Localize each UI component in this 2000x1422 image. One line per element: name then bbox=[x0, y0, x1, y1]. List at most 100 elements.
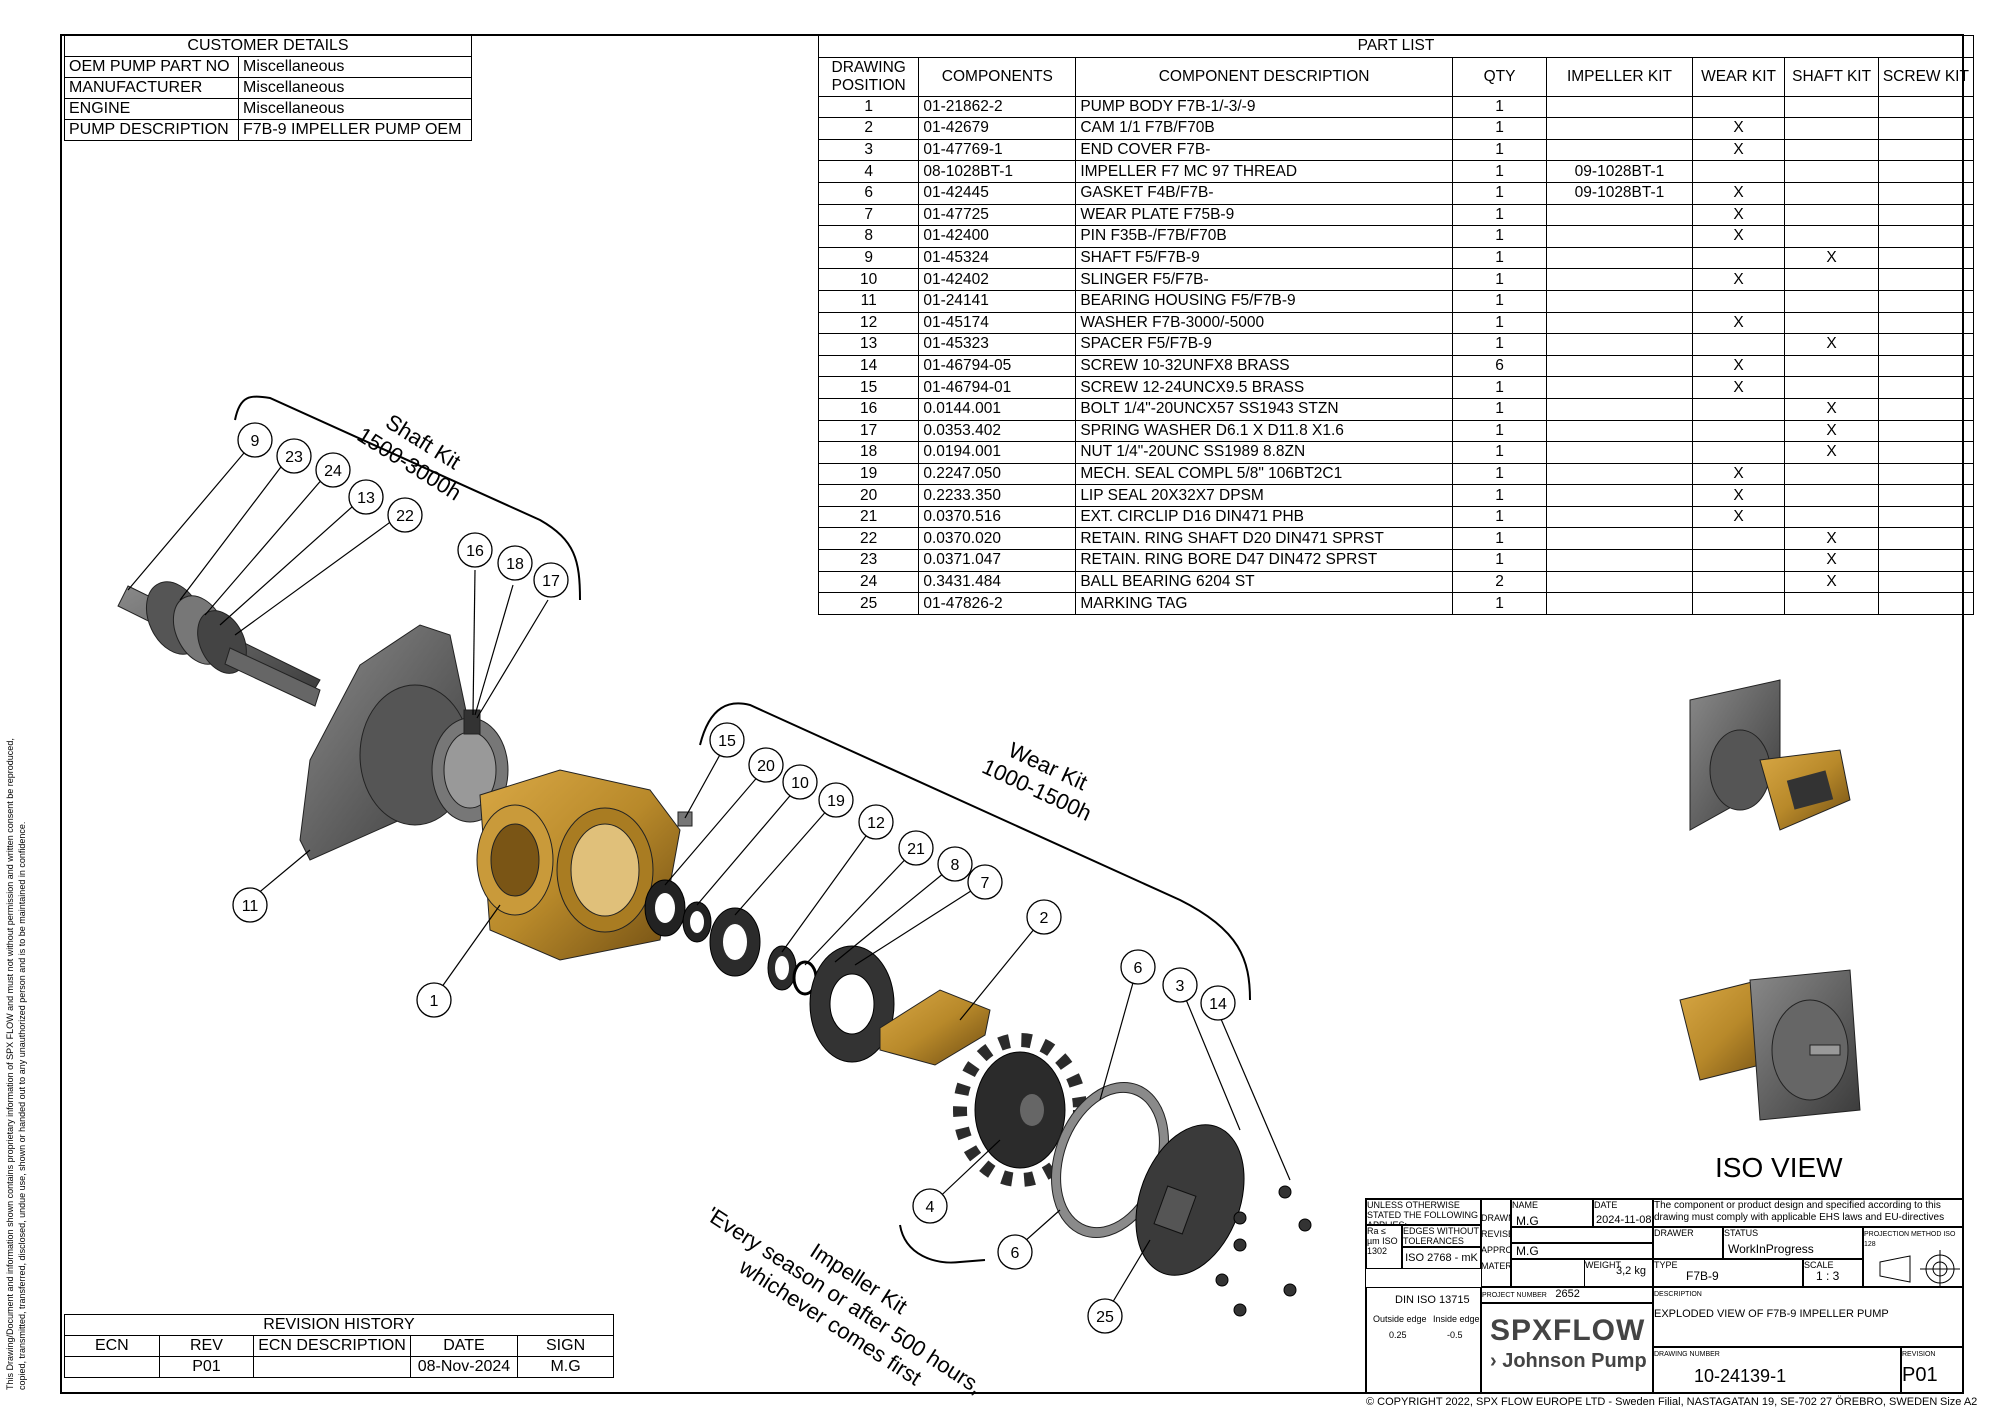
balloon: 11 bbox=[232, 887, 268, 923]
bearing-housing bbox=[299, 624, 509, 861]
part-cell: 08-1028BT-1 bbox=[918, 160, 1077, 183]
part-cell bbox=[1784, 181, 1879, 205]
weight-cell: WEIGHT bbox=[1584, 1259, 1653, 1287]
outside-edge-value: 0.25 bbox=[1389, 1330, 1407, 1340]
project-number: 2652 bbox=[1555, 1288, 1580, 1300]
part-cell: 01-47725 bbox=[918, 203, 1077, 227]
revision-label: REVISION bbox=[1902, 1351, 1936, 1358]
name-label: NAME bbox=[1512, 1200, 1539, 1210]
part-cell bbox=[1877, 592, 1975, 615]
part-cell: 1 bbox=[1451, 138, 1548, 162]
drawing-frame bbox=[60, 34, 1964, 1394]
part-cell: 1 bbox=[1451, 117, 1548, 140]
part-cell: 6 bbox=[817, 181, 920, 205]
part-list-title: PART LIST bbox=[818, 35, 1974, 58]
projection-label: PROJECTION METHOD ISO 128 bbox=[1864, 1231, 1956, 1248]
part-cell: X bbox=[1784, 441, 1879, 464]
balloon: 3 bbox=[1162, 967, 1198, 1003]
header-line: DRAWING bbox=[831, 58, 906, 76]
part-cell bbox=[1546, 592, 1693, 615]
type-cell: TYPE bbox=[1653, 1259, 1803, 1287]
balloon-number: 11 bbox=[242, 898, 259, 915]
type-label: TYPE bbox=[1654, 1260, 1678, 1270]
part-cell: MARKING TAG bbox=[1075, 592, 1453, 615]
part-cell bbox=[1546, 138, 1693, 162]
balloon: 25 bbox=[1087, 1298, 1123, 1334]
date-label: DATE bbox=[1594, 1200, 1618, 1210]
shaft-assembly bbox=[117, 581, 321, 707]
part-cell: 0.2233.350 bbox=[918, 484, 1077, 507]
balloon-number: 22 bbox=[396, 508, 414, 525]
balloon: 15 bbox=[709, 722, 745, 758]
balloon: 6 bbox=[997, 1234, 1033, 1270]
leader-lines bbox=[127, 439, 1291, 1316]
iso-2768: ISO 2768 - mK bbox=[1402, 1247, 1481, 1269]
part-cell: 19 bbox=[817, 462, 920, 486]
part-cell: RETAIN. RING BORE D47 DIN472 SPRST bbox=[1075, 549, 1453, 572]
part-cell bbox=[1877, 117, 1975, 140]
part-cell bbox=[1877, 138, 1975, 162]
balloon-number: 21 bbox=[907, 841, 925, 858]
scale-value: 1 : 3 bbox=[1816, 1269, 1840, 1283]
balloon-number: 1 bbox=[430, 993, 439, 1010]
part-cell bbox=[1784, 117, 1879, 140]
part-cell: X bbox=[1691, 138, 1786, 162]
part-cell: 01-42679 bbox=[918, 117, 1077, 140]
customer-field-label: ENGINE bbox=[64, 98, 239, 120]
balloon-number: 20 bbox=[757, 758, 775, 775]
revision-col-header: ECN DESCRIPTION bbox=[253, 1335, 411, 1357]
revision-col-header: SIGN bbox=[517, 1335, 614, 1357]
part-cell bbox=[1877, 225, 1975, 248]
tolerance-note: EDGES WITHOUT TOLERANCES ACC. TO bbox=[1402, 1225, 1481, 1247]
part-list-col-header: SHAFT KIT bbox=[1784, 56, 1879, 97]
confidentiality-line-2: copied, transmitted, transferred, disclo… bbox=[17, 821, 27, 1390]
seal-rings bbox=[644, 879, 818, 996]
project-number-cell: PROJECT NUMBER 2652 bbox=[1481, 1287, 1653, 1303]
part-cell: 1 bbox=[1451, 592, 1548, 615]
description-cell: DESCRIPTION EXPLODED VIEW OF F7B-9 IMPEL… bbox=[1653, 1287, 1963, 1347]
revision-cell bbox=[253, 1356, 411, 1378]
cover-screws bbox=[1215, 1185, 1312, 1317]
balloon-number: 24 bbox=[324, 463, 342, 480]
part-cell bbox=[1877, 181, 1975, 205]
part-cell bbox=[1877, 203, 1975, 227]
part-cell: 0.0144.001 bbox=[918, 397, 1077, 421]
end-cover bbox=[1135, 1124, 1245, 1276]
part-list-col-header: COMPONENTS bbox=[918, 56, 1077, 97]
revised-label: REVISED bbox=[1481, 1229, 1511, 1239]
sheet-size: Size A2 bbox=[1940, 1396, 1978, 1408]
revision-cell: REVISION P01 bbox=[1901, 1347, 1963, 1394]
balloon: 9 bbox=[237, 422, 273, 458]
balloon-number: 23 bbox=[285, 449, 303, 466]
balloon-number: 15 bbox=[718, 733, 736, 750]
part-cell: 22 bbox=[817, 527, 920, 551]
type-value: F7B-9 bbox=[1686, 1269, 1719, 1283]
balloon-number: 14 bbox=[1209, 996, 1227, 1013]
balloon-number: 2 bbox=[1040, 910, 1049, 927]
part-cell: 14 bbox=[817, 354, 920, 378]
part-cell: 1 bbox=[1451, 181, 1548, 205]
name-cell: NAME bbox=[1511, 1199, 1593, 1227]
part-cell: IMPELLER F7 MC 97 THREAD bbox=[1075, 160, 1453, 183]
iso-view-label: ISO VIEW bbox=[1715, 1152, 1843, 1183]
balloon: 24 bbox=[315, 452, 351, 488]
part-cell: X bbox=[1691, 203, 1786, 227]
weight-value: 3,2 kg bbox=[1616, 1265, 1646, 1277]
part-list-col-header: WEAR KIT bbox=[1691, 56, 1786, 97]
balloon-number: 6 bbox=[1011, 1245, 1020, 1262]
balloon: 17 bbox=[533, 562, 569, 598]
drawn-by: M.G bbox=[1516, 1214, 1539, 1228]
revision-cell: P01 bbox=[158, 1356, 255, 1378]
